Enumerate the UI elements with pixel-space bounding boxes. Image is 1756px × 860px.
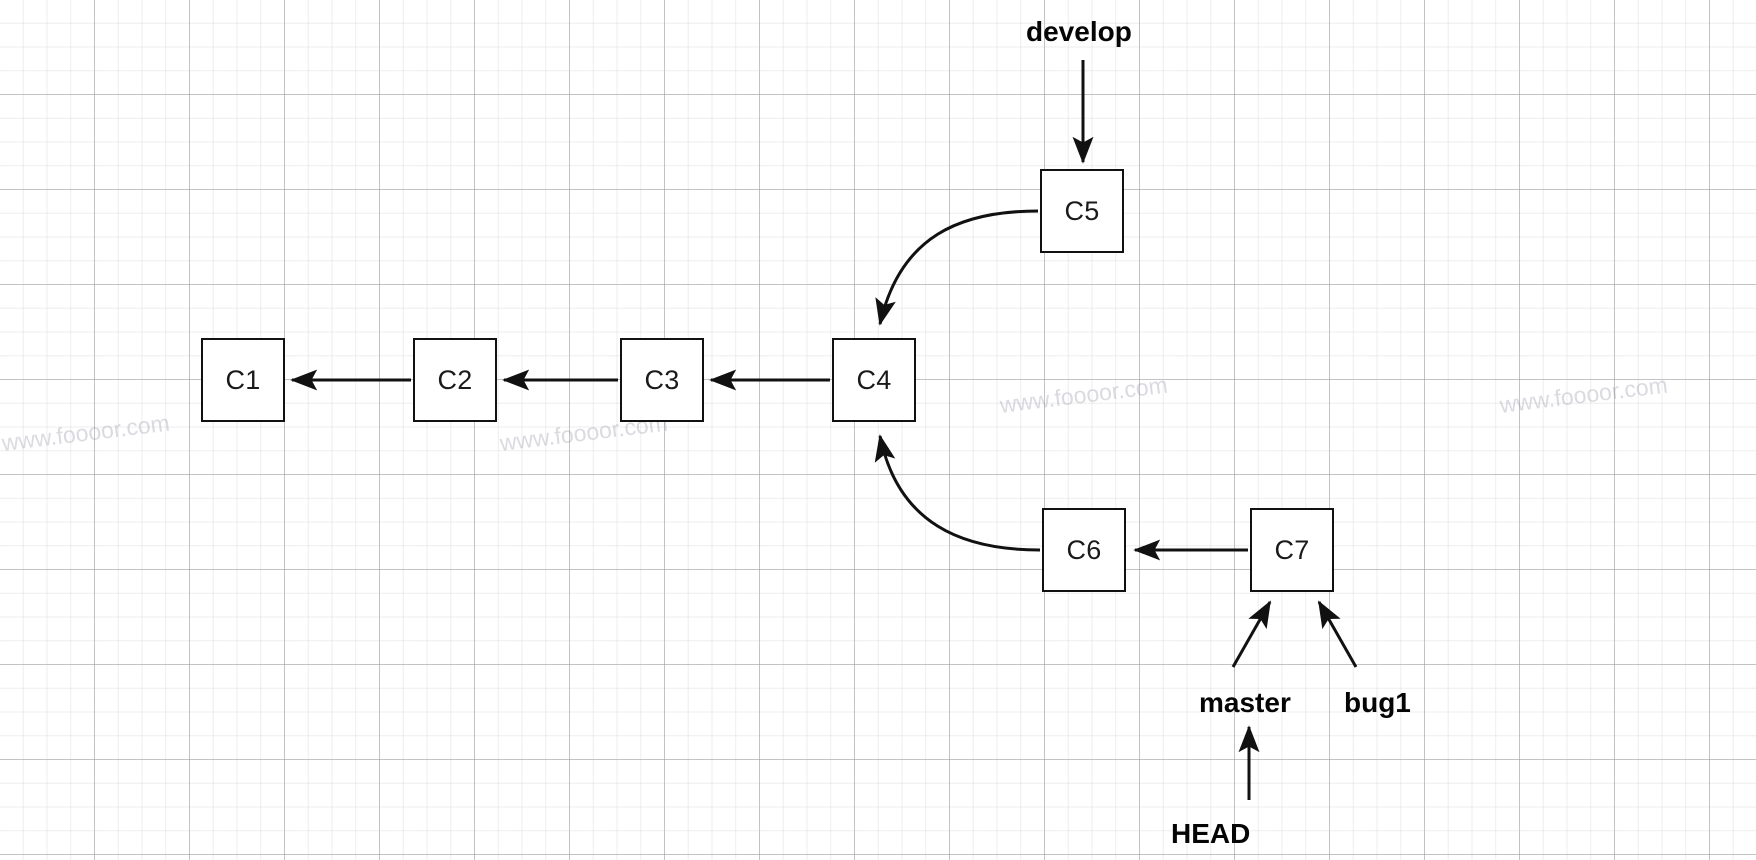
commit-node-c6[interactable]: C6 [1042, 508, 1126, 592]
ref-label-bug1[interactable]: bug1 [1344, 687, 1411, 718]
watermark: www.foooor.com [0, 409, 172, 456]
commit-node-c4[interactable]: C4 [832, 338, 916, 422]
watermark: www.foooor.com [998, 371, 1170, 418]
commit-node-c7[interactable]: C7 [1250, 508, 1334, 592]
commit-node-c3[interactable]: C3 [620, 338, 704, 422]
ref-label-develop[interactable]: develop [1026, 16, 1132, 47]
commit-node-c2[interactable]: C2 [413, 338, 497, 422]
edge-bug1-c7 [1317, 600, 1358, 668]
edge-master-c7 [1231, 600, 1272, 668]
edge-c6-c4 [874, 434, 1041, 552]
ref-label-master[interactable]: master [1199, 687, 1291, 718]
commit-node-c1[interactable]: C1 [201, 338, 285, 422]
ref-label-head[interactable]: HEAD [1171, 818, 1251, 849]
edge-c5-c4 [875, 209, 1039, 326]
commit-node-c5[interactable]: C5 [1040, 169, 1124, 253]
watermark: www.foooor.com [1498, 371, 1670, 418]
